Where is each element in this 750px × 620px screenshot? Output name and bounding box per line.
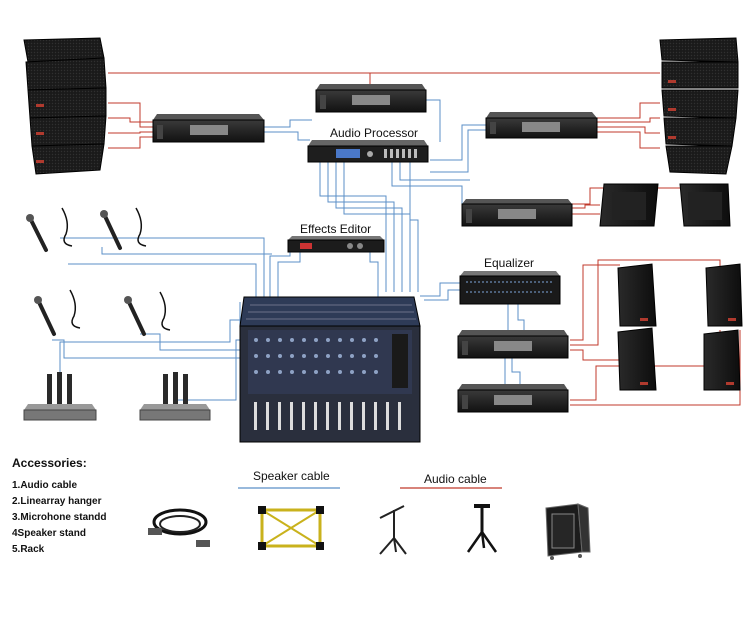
line-array-left: line-array-speaker-icon xyxy=(23,37,107,175)
audio-processor: audio-processor-icon xyxy=(307,140,429,163)
speaker-stand: speaker-stand-icon xyxy=(466,504,498,553)
flight-case-rack: flight-case-rack-icon xyxy=(545,503,591,560)
amplifier-top: power-amplifier-icon xyxy=(315,84,427,113)
microphone-3: wired-microphone-icon xyxy=(34,289,81,336)
microphone-1: wired-microphone-icon xyxy=(26,207,73,252)
monitor-speaker-2: full-range-speaker-icon xyxy=(705,263,743,327)
monitor-speaker-1: full-range-speaker-icon xyxy=(617,263,657,327)
microphone-2: wired-microphone-icon xyxy=(100,207,147,250)
linearray-hanger: linearray-hanger-icon xyxy=(258,506,324,550)
amplifier-bottom: power-amplifier-icon xyxy=(457,384,569,413)
accessories-list: 1.Audio cable 2.Linearray hanger 3.Micro… xyxy=(12,478,106,558)
amplifier-mid: power-amplifier-icon xyxy=(457,330,569,359)
accessory-item: 2.Linearray hanger xyxy=(12,496,102,507)
line-array-right: line-array-speaker-icon xyxy=(659,37,739,175)
xlr-cable: xlr-cable-icon xyxy=(148,508,210,547)
mixing-console: mixing-console-icon xyxy=(239,296,421,443)
microphone-4: wired-microphone-icon xyxy=(124,291,171,336)
speaker-cable-label: Speaker cable xyxy=(253,469,330,483)
microphone-stand: microphone-stand-icon xyxy=(379,505,407,555)
amplifier-sub: power-amplifier-icon xyxy=(461,199,573,227)
audio-cable-label: Audio cable xyxy=(424,472,487,486)
equalizer: equalizer-icon xyxy=(459,271,561,305)
audio-cables xyxy=(52,99,525,401)
accessory-item: 5.Rack xyxy=(12,544,45,555)
wireless-receiver-2: wireless-mic-receiver-icon xyxy=(139,372,211,421)
wireless-receiver-1: wireless-mic-receiver-icon xyxy=(23,372,97,421)
monitor-speaker-3: full-range-speaker-icon xyxy=(617,327,657,391)
subwoofer-right: subwoofer-icon xyxy=(679,183,731,227)
accessory-item: 3.Microhone standd xyxy=(12,512,107,523)
equalizer-label: Equalizer xyxy=(484,256,535,270)
monitor-speaker-4: full-range-speaker-icon xyxy=(703,329,741,391)
audio-processor-label: Audio Processor xyxy=(330,126,419,140)
effects-editor: effects-unit-icon xyxy=(287,236,385,253)
accessories-title: Accessories: xyxy=(12,456,87,470)
amplifier-right: power-amplifier-icon xyxy=(485,112,598,139)
accessory-item: 4Speaker stand xyxy=(12,528,86,539)
subwoofer-left: subwoofer-icon xyxy=(599,183,659,227)
accessory-item: 1.Audio cable xyxy=(12,480,78,491)
effects-editor-label: Effects Editor xyxy=(300,222,372,236)
amplifier-left: power-amplifier-icon xyxy=(152,114,265,143)
